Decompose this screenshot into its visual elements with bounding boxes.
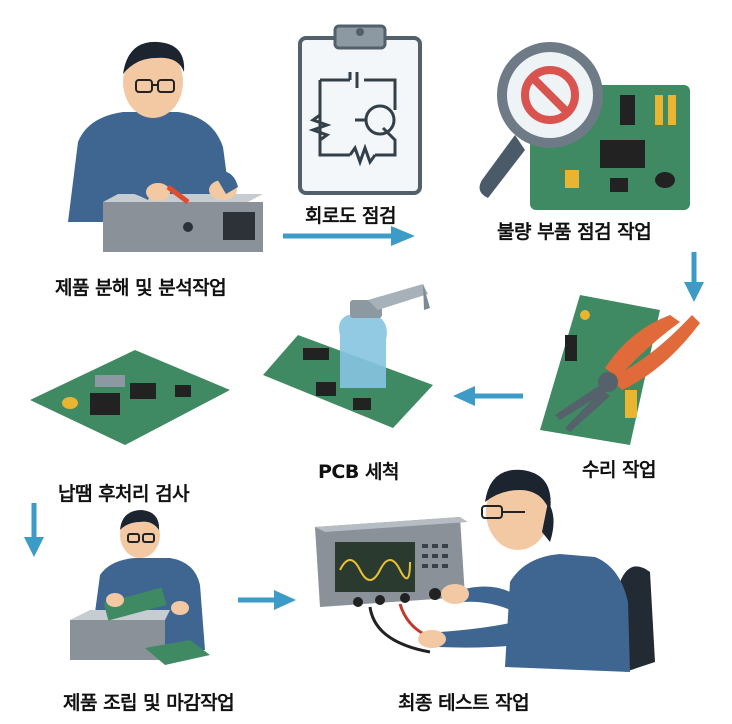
step-final-label: 최종 테스트 작업 — [398, 692, 530, 714]
step-circuit-illustration — [295, 20, 425, 195]
step-solder-label: 납땜 후처리 검사 — [58, 483, 190, 505]
step-solder-illustration — [25, 345, 235, 450]
arrow-right-1 — [283, 224, 418, 248]
step-circuit-label: 회로도 점검 — [305, 205, 397, 227]
step-repair-label: 수리 작업 — [582, 459, 657, 481]
step-faulty-label: 불량 부품 점검 작업 — [497, 221, 652, 243]
arrow-down-2 — [22, 503, 46, 559]
arrow-down-1 — [682, 252, 706, 304]
arrow-left-1 — [453, 384, 523, 408]
step-disassemble-label: 제품 분해 및 분석작업 — [55, 277, 227, 299]
step-disassemble-illustration — [28, 22, 278, 252]
step-faulty-illustration — [470, 40, 700, 215]
arrow-right-2 — [238, 588, 298, 612]
step-assemble-label: 제품 조립 및 마감작업 — [63, 692, 235, 714]
step-pcb-illustration — [258, 280, 438, 430]
step-pcb-label: PCB 세척 — [318, 461, 399, 483]
step-assemble-illustration — [60, 500, 215, 675]
step-repair-illustration — [530, 290, 705, 445]
step-final-illustration — [310, 462, 720, 690]
